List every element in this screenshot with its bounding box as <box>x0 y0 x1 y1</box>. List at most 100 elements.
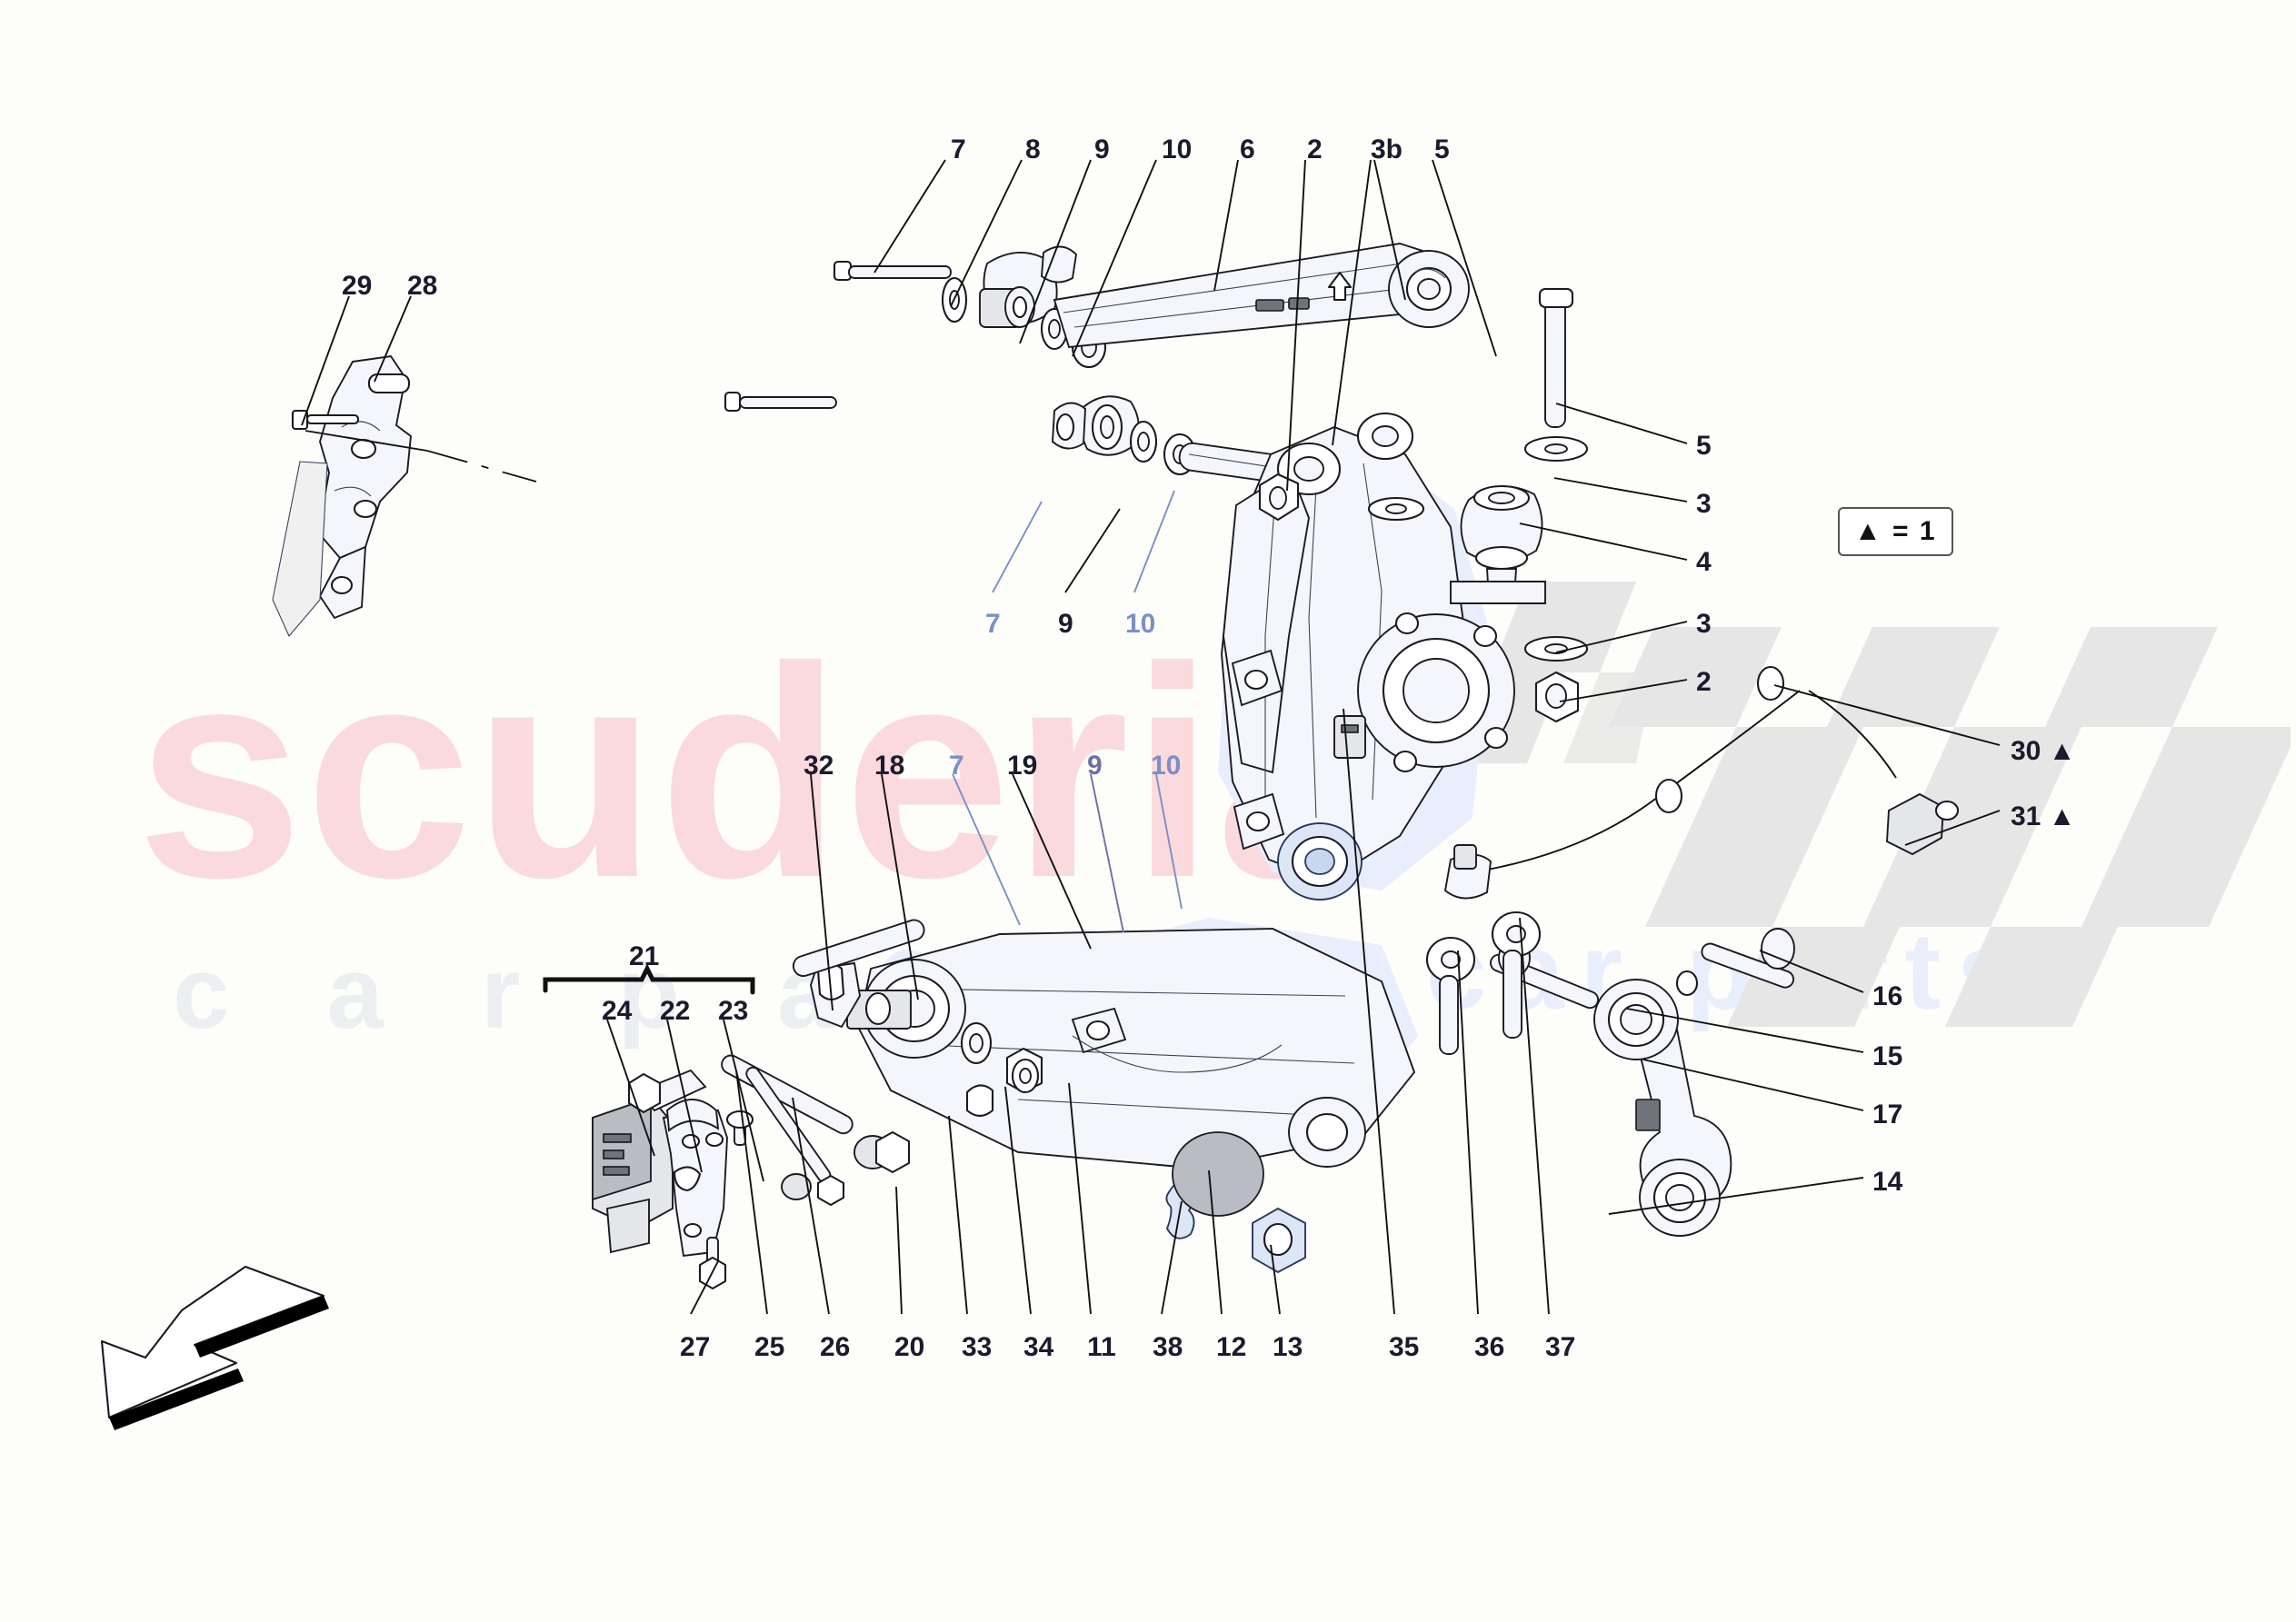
callout-right_triangle-31: 31 ▲ <box>2011 801 2076 831</box>
callout-top_row-3b: 3b <box>1371 134 1403 164</box>
stud-28 <box>367 373 411 394</box>
leader-line-16 <box>1759 950 1864 993</box>
bolt-16 <box>1701 928 1795 989</box>
abs-grommet-2 <box>1756 665 1785 702</box>
leader-line-6 <box>1213 159 1239 292</box>
leader-line-4 <box>1519 522 1688 561</box>
washer-2-mid <box>1367 496 1425 522</box>
callout-left_cluster-28: 28 <box>407 271 438 301</box>
bolt-29 <box>291 409 360 431</box>
knuckle-upper-eye-2 <box>1356 412 1414 461</box>
washer-37 <box>1491 911 1542 958</box>
leader-line-18 <box>881 773 919 1000</box>
bolt-22 <box>725 1110 754 1146</box>
leader-line-2 <box>1286 159 1306 492</box>
leader-line-7 <box>952 773 1021 926</box>
callout-top_row-7: 7 <box>951 134 966 164</box>
leader-line-19 <box>1012 773 1092 950</box>
leader-line-3 <box>1553 477 1688 503</box>
stud-nut-20 <box>874 1130 911 1174</box>
callout-left_mid_row-10: 10 <box>1125 609 1156 639</box>
leader-line-34 <box>1004 1086 1032 1315</box>
washer-3-right-lower <box>1523 635 1589 662</box>
leader-line-28 <box>374 295 412 383</box>
callout-right_lower-17: 17 <box>1872 1100 1903 1129</box>
abs-connector <box>1886 792 1960 856</box>
group-21-brace <box>543 963 755 995</box>
callout-top_row-9: 9 <box>1094 134 1110 164</box>
legend-triangle-equals-one: ▲ = 1 <box>1838 507 1953 556</box>
callout-bottom_row-11: 11 <box>1087 1332 1116 1362</box>
callout-bottom_row-33: 33 <box>962 1332 993 1362</box>
callout-mid_row-10: 10 <box>1151 751 1182 781</box>
nut-2-left <box>1258 473 1300 522</box>
part-upper-link-second <box>724 391 1343 491</box>
callout-mid_row-9: 9 <box>1087 751 1103 781</box>
callout-right_column-5: 5 <box>1696 431 1712 461</box>
part-ride-height-sensor <box>592 1066 845 1290</box>
leader-line-10 <box>1155 773 1183 910</box>
callout-bottom_row-37: 37 <box>1545 1332 1576 1362</box>
callout-left_cluster-29: 29 <box>342 271 373 301</box>
leader-line-10 <box>1133 490 1175 593</box>
callout-right_lower-15: 15 <box>1872 1041 1903 1071</box>
leader-line-10 <box>1072 159 1157 357</box>
leader-line-31 <box>1904 810 2001 846</box>
callout-mid_row-7: 7 <box>949 751 964 781</box>
lower-arm-front-washer <box>960 1021 993 1065</box>
callout-top_row-3: 3 <box>1371 134 1386 164</box>
leader-line-12 <box>1208 1169 1223 1315</box>
bolt-7-upper <box>833 260 952 282</box>
callout-group21-23: 23 <box>718 996 749 1026</box>
leader-line-5 <box>1432 159 1497 357</box>
callout-right_lower-16: 16 <box>1872 981 1903 1011</box>
leader-line-9 <box>1090 773 1124 933</box>
callout-right_triangle-30: 30 ▲ <box>2011 736 2076 766</box>
small-clips <box>965 1058 1040 1118</box>
callout-left_mid_row-9: 9 <box>1058 609 1073 639</box>
leader-line-11 <box>1068 1082 1092 1315</box>
callout-group21-24: 24 <box>602 996 633 1026</box>
callout-mid_row-18: 18 <box>874 751 905 781</box>
leader-lines <box>301 159 2001 1315</box>
leader-line-32 <box>810 773 834 1011</box>
callout-right_lower-14: 14 <box>1872 1167 1903 1197</box>
callout-top_row-8: 8 <box>1025 134 1041 164</box>
washer-17 <box>1675 970 1699 997</box>
part-ball-joint-4 <box>1450 484 1546 604</box>
leader-line-36 <box>1457 950 1479 1315</box>
leader-line-29 <box>301 295 350 426</box>
part-abs-sensor-cable <box>1443 665 1960 900</box>
leader-line-24 <box>606 1019 655 1157</box>
leader-line-35 <box>1343 708 1395 1315</box>
leader-line-5 <box>1555 403 1688 444</box>
callout-bottom_row-25: 25 <box>754 1332 785 1362</box>
leader-line-14 <box>1608 1177 1864 1215</box>
callout-right_column-3: 3 <box>1696 489 1712 519</box>
callout-right_column-3: 3 <box>1696 609 1712 639</box>
leader-line-9 <box>1019 159 1092 344</box>
leader-line-7 <box>992 501 1043 593</box>
part-bracket-29-28 <box>272 354 537 638</box>
leader-line-3b <box>1373 159 1406 301</box>
washer-3-right-upper <box>1523 435 1589 463</box>
callout-top_row-6: 6 <box>1240 134 1255 164</box>
leader-line-30 <box>1773 684 2001 746</box>
leader-line-7 <box>873 159 946 274</box>
leader-line-15 <box>1626 1008 1864 1053</box>
wheel-hub-flange <box>1357 612 1515 773</box>
callout-mid_row-32: 32 <box>804 751 834 781</box>
callout-group-21: 21 <box>629 941 660 971</box>
callout-bottom_row-13: 13 <box>1273 1332 1303 1362</box>
leader-line-17 <box>1642 1059 1864 1111</box>
callout-bottom_row-20: 20 <box>894 1332 925 1362</box>
callout-bottom_row-26: 26 <box>820 1332 851 1362</box>
sensor-link-rod-26 <box>745 1066 845 1207</box>
leader-line-23 <box>723 1019 764 1182</box>
callout-right_column-2: 2 <box>1696 667 1712 697</box>
callout-top_row-5: 5 <box>1434 134 1450 164</box>
leader-line-13 <box>1270 1244 1281 1315</box>
leader-line-27 <box>690 1260 719 1315</box>
callout-bottom_row-27: 27 <box>680 1332 711 1362</box>
